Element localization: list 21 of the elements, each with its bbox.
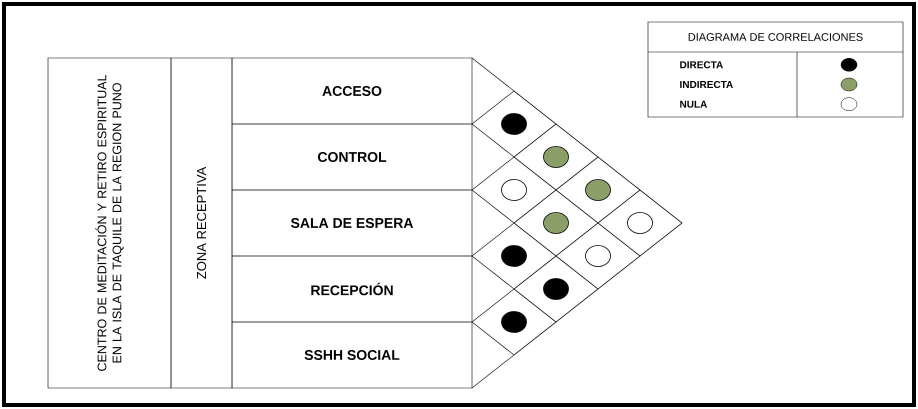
space-box: SALA DE ESPERA <box>232 190 472 256</box>
title-box: CENTRO DE MEDITACIÓN Y RETIRO ESPIRITUAL EN LA ISLA DE TAQUILE DE LA REGION PUNO <box>48 58 172 388</box>
legend-title: DIAGRAMA DE CORRELACIONES <box>688 33 863 41</box>
space-box: RECEPCIÓN <box>232 256 472 322</box>
correlation-dot <box>501 311 527 333</box>
space-box: ACCESO <box>232 58 472 124</box>
space-box: SSHH SOCIAL <box>232 322 472 388</box>
correlation-dot <box>501 113 527 135</box>
legend-label: NULA <box>680 100 708 108</box>
zone-box: ZONA RECEPTIVA <box>170 58 232 388</box>
correlation-dot <box>585 245 611 267</box>
correlation-dot <box>627 212 653 234</box>
space-box: CONTROL <box>232 124 472 190</box>
legend-label: DIRECTA <box>680 61 723 68</box>
correlation-dot <box>501 179 527 201</box>
correlation-dot <box>501 245 527 267</box>
legend-label: INDIRECTA <box>680 80 733 88</box>
correlation-dot <box>585 179 611 201</box>
correlation-dot <box>543 146 569 168</box>
correlation-dot <box>543 278 569 300</box>
correlation-dot <box>543 212 569 234</box>
